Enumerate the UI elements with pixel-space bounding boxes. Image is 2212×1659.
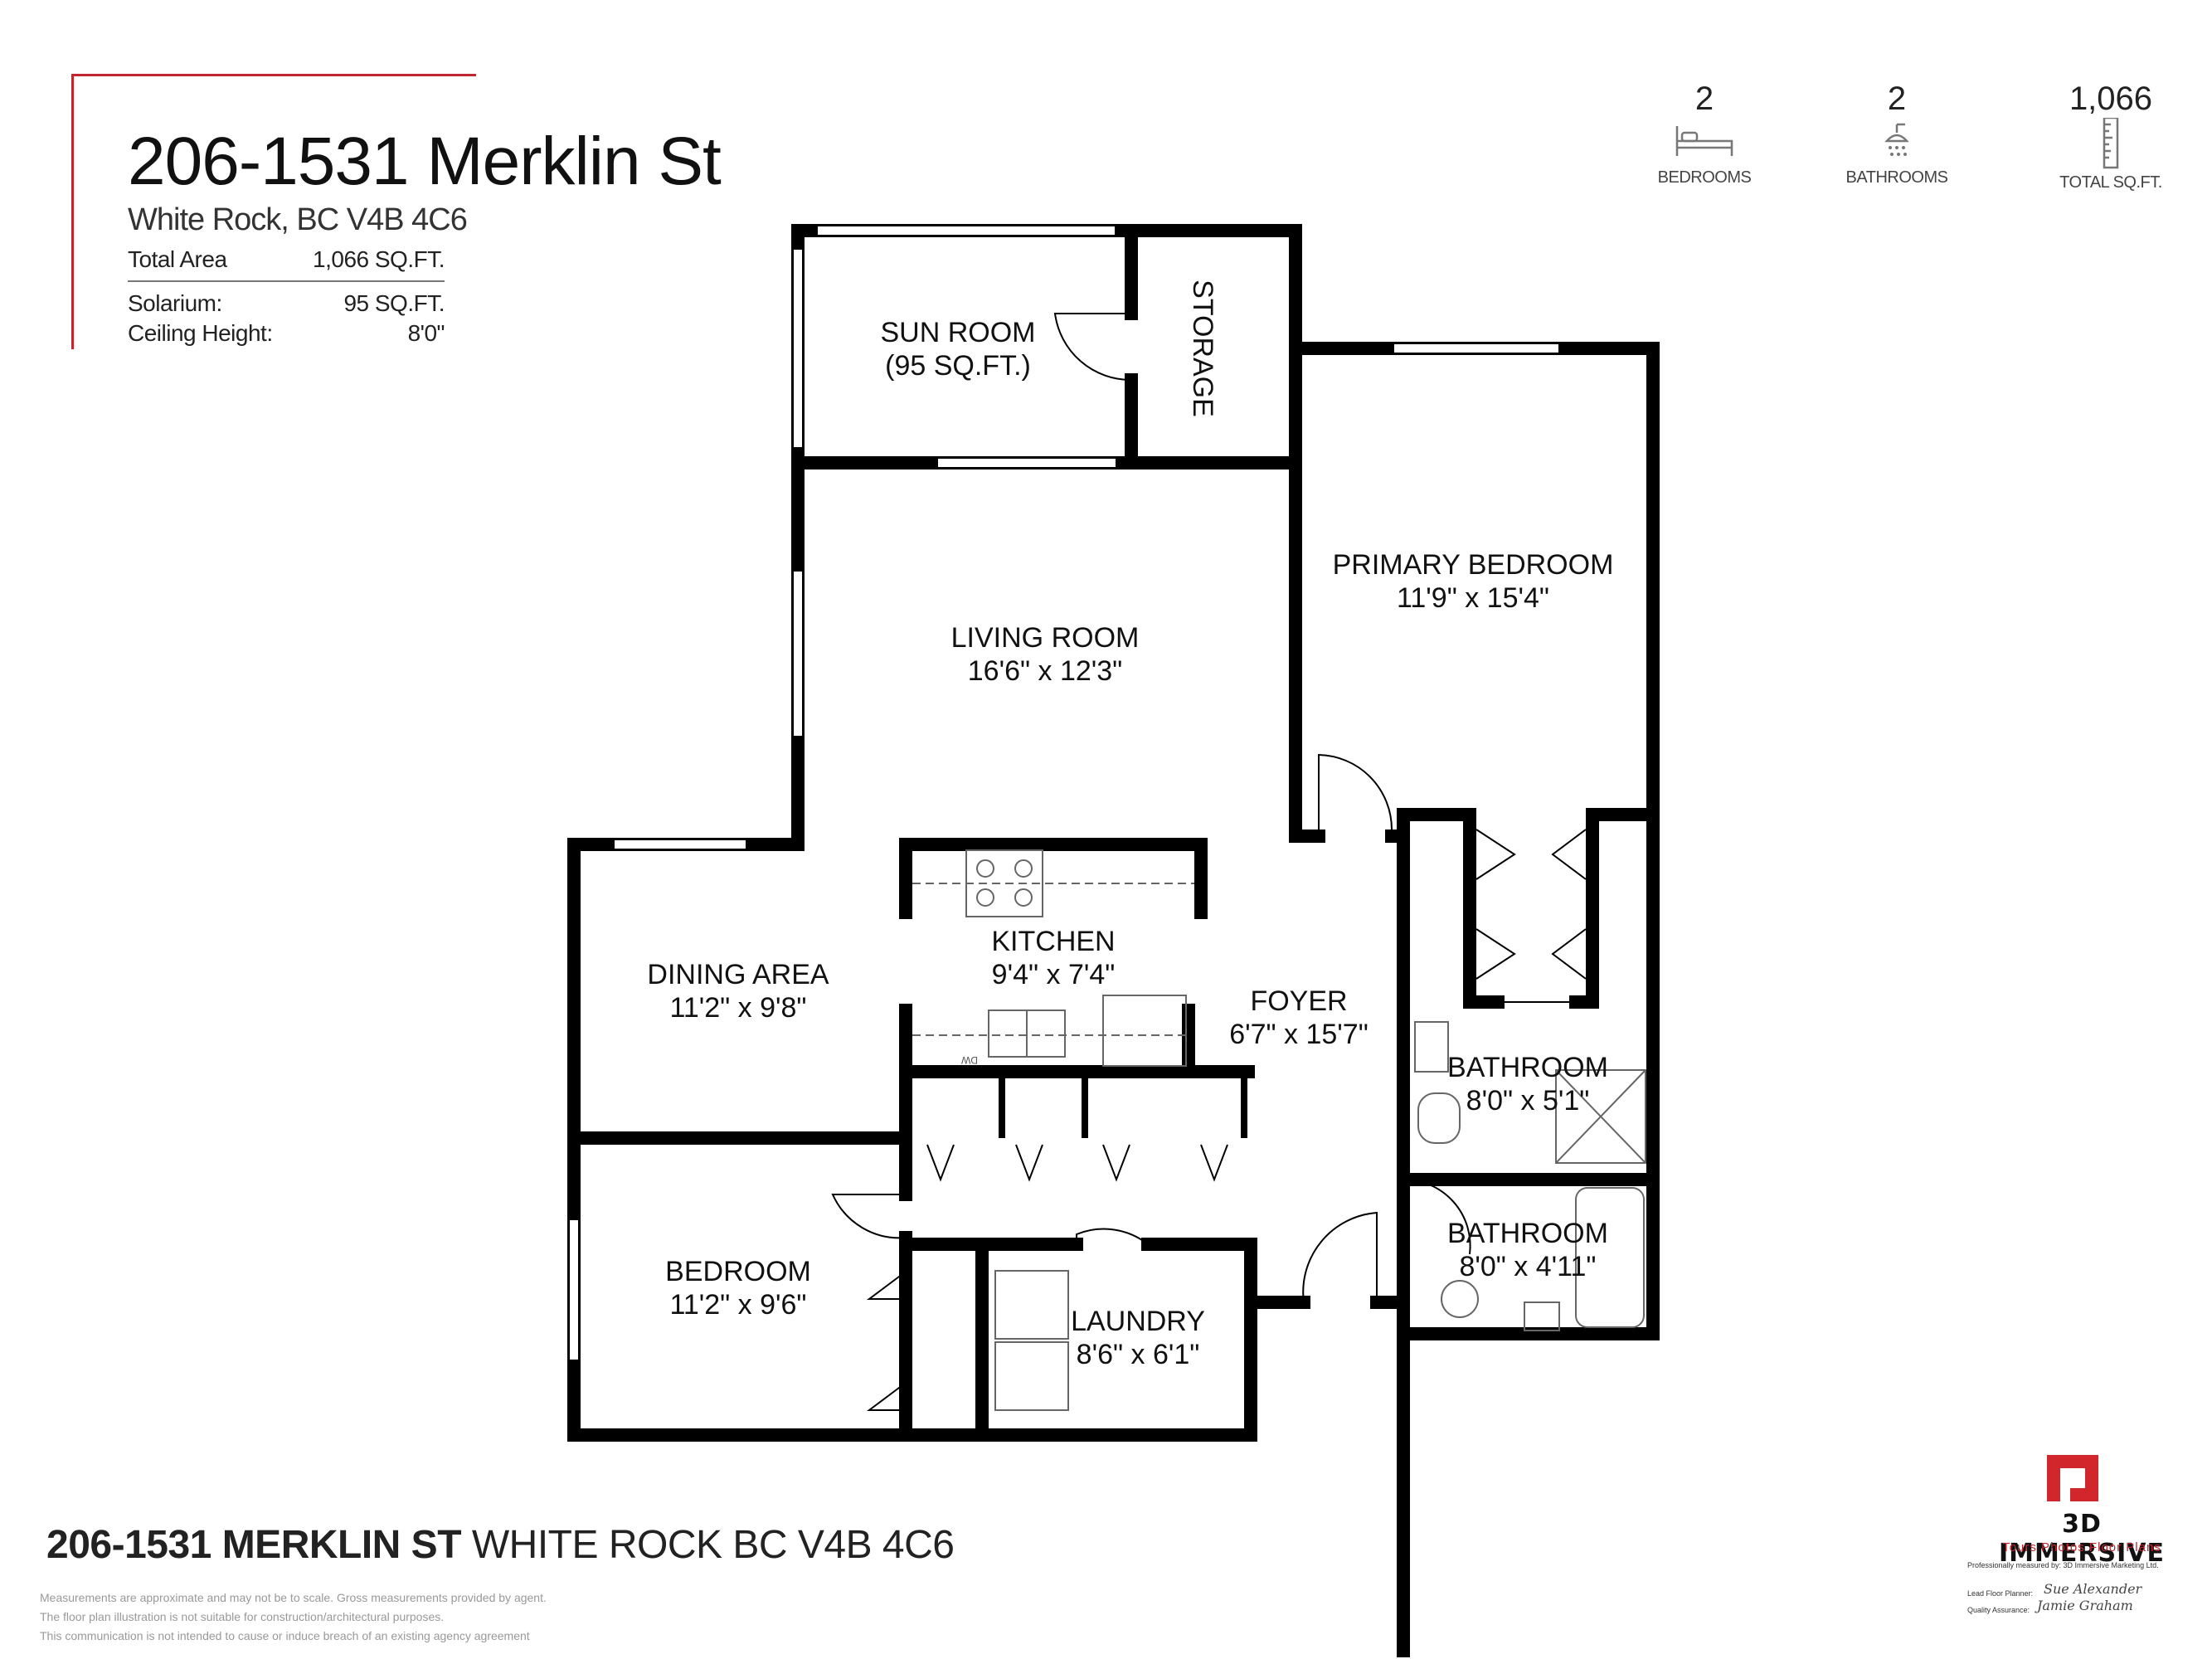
brand-tagline: Tours Photos Floor Plans: [2002, 1540, 2161, 1554]
footer-address: 206-1531 MERKLIN ST WHITE ROCK BC V4B 4C…: [46, 1522, 955, 1568]
window-dining-top: [613, 839, 747, 850]
label-bedroom: BEDROOM: [665, 1256, 811, 1287]
bed-icon: [1675, 126, 1733, 156]
wall-closet-left: [1397, 808, 1505, 1657]
dim-dining-area: 11'2" x 9'8": [669, 992, 806, 1024]
wall-sunroom-top: [791, 224, 1302, 355]
bathrooms-label: BATHROOMS: [1845, 168, 1948, 187]
label-sun-room: SUN ROOM: [881, 317, 1036, 348]
ruler-icon: [2103, 116, 2119, 169]
fridge: [1102, 995, 1187, 1067]
dim-laundry: 8'6" x 6'1": [1077, 1339, 1200, 1370]
stat-bedrooms: 2 BEDROOMS: [1621, 80, 1787, 187]
sqft-label: TOTAL SQ.FT.: [2059, 173, 2162, 192]
accent-bar-vertical: [71, 74, 74, 349]
bedrooms-label: BEDROOMS: [1657, 168, 1752, 187]
ceiling-height-label: Ceiling Height:: [128, 320, 273, 346]
quality-assurance-label: Quality Assurance:: [1967, 1606, 2030, 1614]
bedrooms-count: 2: [1694, 80, 1714, 117]
ceiling-height-value: 8'0": [407, 320, 445, 346]
solarium-row: Solarium: 95 SQ.FT.: [128, 290, 445, 317]
window-primary-top: [1393, 343, 1560, 354]
label-living-room: LIVING ROOM: [951, 622, 1140, 654]
label-bathroom-2: BATHROOM: [1447, 1218, 1608, 1249]
door-bedroom: [831, 1194, 907, 1239]
brand-measured-by: Professionally measured by: 3D Immersive…: [1967, 1561, 2159, 1569]
stove: [965, 849, 1043, 917]
stat-bathrooms: 2 BATHROOMS: [1814, 80, 1980, 187]
label-primary-bedroom: PRIMARY BEDROOM: [1333, 549, 1614, 581]
total-area-label: Total Area: [128, 246, 227, 272]
window-sunroom-left: [792, 248, 804, 449]
door-primary-bedroom: [1318, 753, 1393, 830]
door-sunroom: [1053, 313, 1132, 382]
lead-floor-planner-label: Lead Floor Planner:: [1967, 1589, 2034, 1598]
label-dining-area: DINING AREA: [647, 959, 829, 990]
disclaimer-line-3: This communication is not intended to ca…: [40, 1629, 530, 1642]
label-foyer: FOYER: [1250, 985, 1347, 1017]
brand-name: 3D IMMERSIVE: [1999, 1510, 2165, 1568]
accent-bar-horizontal: [71, 74, 476, 76]
total-area-rule: [128, 280, 445, 282]
disclaimer-line-1: Measurements are approximate and may not…: [40, 1591, 547, 1604]
label-storage: STORAGE: [1187, 280, 1218, 417]
disclaimer-line-2: The floor plan illustration is not suita…: [40, 1610, 445, 1623]
window-living-left: [792, 570, 804, 737]
solarium-value: 95 SQ.FT.: [343, 290, 445, 316]
dim-bathroom-1: 8'0" x 5'1": [1466, 1085, 1590, 1117]
dim-kitchen: 9'4" x 7'4": [992, 959, 1116, 990]
shower-icon: [1884, 123, 1909, 156]
dim-foyer: 6'7" x 15'7": [1229, 1019, 1369, 1050]
wall-laundry-right: [1141, 1238, 1257, 1309]
listing-title: 206-1531 Merklin St: [128, 124, 722, 199]
window-sunroom-top: [816, 225, 1116, 236]
dryer: [994, 1341, 1069, 1411]
dim-living-room: 16'6" x 12'3": [968, 655, 1122, 687]
dim-sun-room: (95 SQ.FT.): [885, 350, 1031, 382]
door-entry: [1302, 1211, 1378, 1303]
footer-address-city: WHITE ROCK BC V4B 4C6: [471, 1523, 955, 1567]
door-laundry: [1076, 1228, 1149, 1245]
door-bath-2: [1403, 1178, 1471, 1255]
label-dishwasher: DW: [960, 1054, 978, 1066]
lead-floor-planner-signature: Sue Alexander: [2044, 1581, 2142, 1597]
ceiling-height-row: Ceiling Height: 8'0": [128, 320, 445, 347]
dim-primary-bedroom: 11'9" x 15'4": [1397, 582, 1549, 614]
solarium-label: Solarium:: [128, 290, 222, 316]
wall-kitchen-top: [899, 838, 1208, 919]
window-bedroom-left: [568, 1219, 580, 1361]
wall-closet-right: [1569, 808, 1660, 1009]
label-kitchen: KITCHEN: [991, 926, 1115, 957]
total-area-value: 1,066 SQ.FT.: [313, 246, 445, 272]
footer-address-street: 206-1531 MERKLIN ST: [46, 1523, 462, 1567]
sqft-count: 1,066: [2069, 80, 2153, 117]
label-bathroom-1: BATHROOM: [1447, 1052, 1608, 1083]
listing-subtitle: White Rock, BC V4B 4C6: [128, 202, 468, 237]
brand-logo-icon: [2047, 1455, 2098, 1501]
window-sliding-door: [936, 457, 1117, 469]
stat-sqft: 1,066 TOTAL SQ.FT.: [2028, 80, 2194, 192]
label-laundry: LAUNDRY: [1071, 1306, 1205, 1337]
bathrooms-count: 2: [1887, 80, 1907, 117]
dim-bedroom: 11'2" x 9'6": [669, 1289, 806, 1321]
washer: [994, 1270, 1069, 1340]
dim-bathroom-2: 8'0" x 4'11": [1459, 1251, 1596, 1282]
total-area-row: Total Area 1,066 SQ.FT.: [128, 246, 445, 273]
quality-assurance-signature: Jamie Graham: [2037, 1598, 2133, 1613]
